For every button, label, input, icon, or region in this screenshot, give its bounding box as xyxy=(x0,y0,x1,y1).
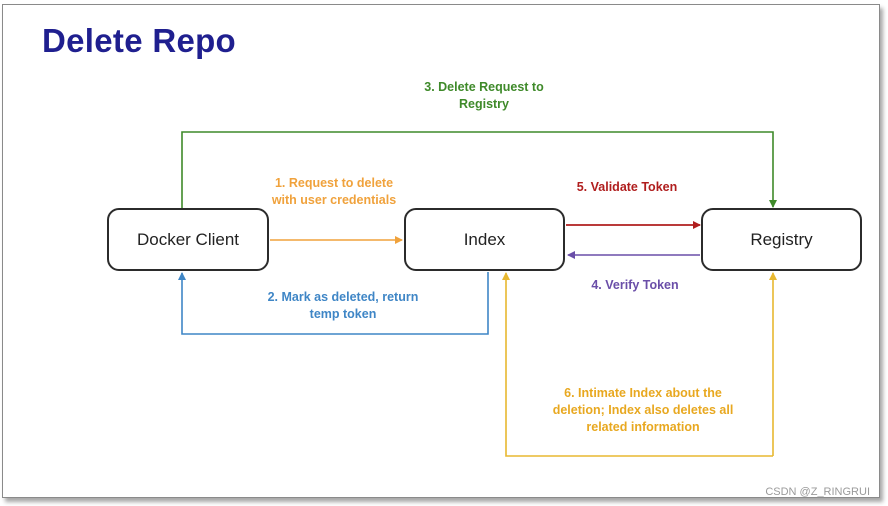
label-step1-line1: 1. Request to delete xyxy=(274,176,394,190)
label-step4-line1: 4. Verify Token xyxy=(591,278,679,292)
label-step5: 5. Validate Token xyxy=(552,179,702,196)
label-step1-line2: with user credentials xyxy=(271,193,397,207)
label-step3: 3. Delete Request to Registry xyxy=(384,79,584,113)
label-step6: 6. Intimate Index about the deletion; In… xyxy=(528,385,758,436)
label-step4: 4. Verify Token xyxy=(560,277,710,294)
node-docker-client: Docker Client xyxy=(107,208,269,271)
watermark: CSDN @Z_RINGRUI xyxy=(765,486,870,498)
label-step6-line3: related information xyxy=(586,420,700,434)
label-step6-line2: deletion; Index also deletes all xyxy=(552,403,734,417)
label-step2-line2: temp token xyxy=(309,307,377,321)
arrow-step6 xyxy=(502,272,773,457)
label-step6-line1: 6. Intimate Index about the xyxy=(564,386,722,400)
label-step2: 2. Mark as deleted, return temp token xyxy=(228,289,458,323)
label-step3-line2: Registry xyxy=(458,97,510,111)
label-step3-line1: 3. Delete Request to xyxy=(424,80,544,94)
label-step5-line1: 5. Validate Token xyxy=(576,180,678,194)
node-index: Index xyxy=(404,208,565,271)
page-title: Delete Repo xyxy=(42,22,237,59)
arrow-step2 xyxy=(178,272,489,335)
label-step1: 1. Request to delete with user credentia… xyxy=(234,175,434,209)
label-step2-line1: 2. Mark as deleted, return xyxy=(267,290,419,304)
arrow-step3 xyxy=(181,131,777,208)
node-registry: Registry xyxy=(701,208,862,271)
